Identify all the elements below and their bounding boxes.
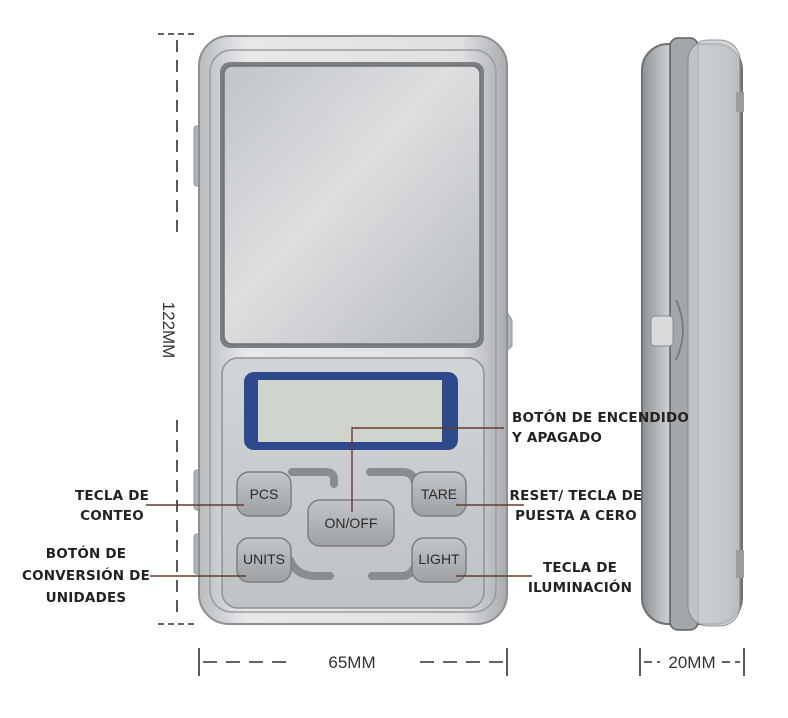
callout-light: TECLA DE ILUMINACIÓN bbox=[528, 560, 632, 596]
weighing-tray bbox=[223, 65, 481, 345]
front-view: PCS TARE ON/OFF UNITS LIGHT bbox=[193, 35, 513, 625]
groove-top-left bbox=[288, 468, 338, 488]
pcs-key-label: PCS bbox=[250, 486, 279, 502]
leader-lines bbox=[146, 427, 532, 577]
side-view bbox=[641, 37, 744, 631]
callout-units-line1: BOTÓN DE bbox=[46, 544, 126, 562]
dimension-lines bbox=[158, 33, 745, 676]
side-tab-bottom bbox=[736, 550, 744, 578]
side-shell bbox=[687, 39, 741, 627]
onoff-key-label: ON/OFF bbox=[325, 515, 378, 531]
callout-reset: RESET/ TECLA DE PUESTA A CERO bbox=[510, 488, 643, 524]
width-label: 65MM bbox=[328, 653, 375, 672]
callout-count-line1: TECLA DE bbox=[75, 488, 149, 504]
depth-label: 20MM bbox=[668, 653, 715, 672]
scale-inner-rim bbox=[209, 49, 497, 613]
side-tab-top bbox=[736, 92, 744, 112]
units-key[interactable]: UNITS bbox=[236, 537, 292, 583]
callout-count-line2: CONTEO bbox=[80, 508, 144, 524]
light-key-label: LIGHT bbox=[418, 551, 460, 567]
callout-power: BOTÓN DE ENCENDIDO Y APAGADO bbox=[511, 408, 689, 446]
callout-light-line1: TECLA DE bbox=[543, 560, 617, 576]
pcs-key[interactable]: PCS bbox=[236, 471, 292, 517]
callout-light-line2: ILUMINACIÓN bbox=[528, 578, 632, 596]
lcd-screen bbox=[258, 380, 442, 442]
tare-key[interactable]: TARE bbox=[411, 471, 467, 517]
light-key[interactable]: LIGHT bbox=[411, 537, 467, 583]
side-latch-arc bbox=[675, 299, 684, 361]
callout-reset-line2: PUESTA A CERO bbox=[515, 508, 637, 524]
callout-power-line2: Y APAGADO bbox=[511, 430, 602, 446]
callout-reset-line1: RESET/ TECLA DE bbox=[510, 488, 643, 504]
tare-key-label: TARE bbox=[421, 486, 457, 502]
onoff-key[interactable]: ON/OFF bbox=[307, 499, 395, 547]
callout-count: TECLA DE CONTEO bbox=[75, 488, 149, 524]
side-latch bbox=[650, 315, 674, 347]
callout-units-line2: CONVERSIÓN DE bbox=[22, 566, 150, 584]
units-key-label: UNITS bbox=[243, 551, 285, 567]
callout-units: BOTÓN DE CONVERSIÓN DE UNIDADES bbox=[22, 544, 150, 606]
callout-power-line1: BOTÓN DE ENCENDIDO bbox=[512, 408, 689, 426]
callout-units-line3: UNIDADES bbox=[46, 590, 127, 606]
leader-power bbox=[351, 427, 504, 512]
height-label: 122MM bbox=[159, 302, 178, 359]
